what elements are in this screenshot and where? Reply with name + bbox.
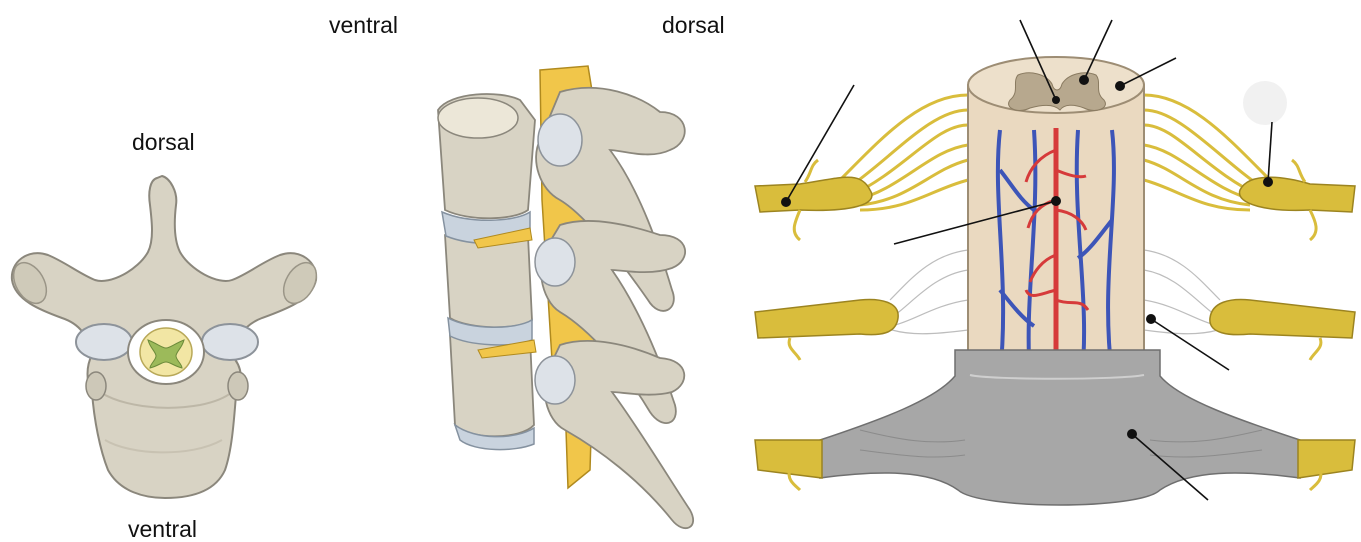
spinal-cord-diagram <box>755 20 1355 505</box>
vertebra-top-view <box>7 176 323 498</box>
vertebral-column-side-view <box>438 66 693 528</box>
